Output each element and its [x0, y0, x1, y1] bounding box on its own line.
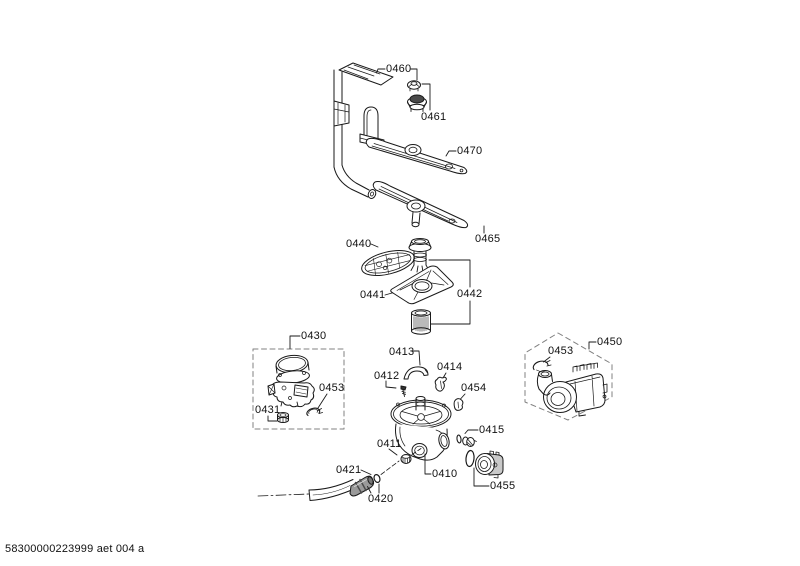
group-box-0430 — [252, 348, 345, 430]
leader-lines — [267, 68, 597, 494]
part-label-0411: 0411 — [377, 438, 402, 450]
clamp-0453-right-drawing — [532, 360, 552, 372]
part-label-0453-right: 0453 — [548, 345, 574, 357]
document-code: 58300000223999 aet 004 a — [5, 543, 145, 555]
valve-0415-drawing — [456, 434, 477, 447]
filter-tower-drawing — [408, 238, 432, 273]
part-label-0414: 0414 — [437, 361, 463, 373]
mounting-bracket-drawing — [333, 62, 394, 199]
part-label-0455: 0455 — [490, 480, 516, 492]
part-label-0454: 0454 — [461, 382, 487, 394]
part-label-0415: 0415 — [479, 424, 505, 436]
part-label-0413: 0413 — [389, 346, 415, 358]
part-label-0441: 0441 — [360, 289, 386, 301]
part-label-0470: 0470 — [457, 145, 483, 157]
drain-pump-0455-drawing — [465, 449, 504, 479]
cap-0461-drawing — [407, 94, 427, 112]
clamp-0453-left-drawing — [306, 407, 323, 417]
pump-0430-drawing — [267, 354, 315, 408]
oring-0421-drawing — [373, 474, 381, 483]
microfilter-drawing — [411, 309, 431, 335]
part-label-0421: 0421 — [336, 464, 362, 476]
flat-plate-0441-drawing — [390, 265, 454, 305]
impeller-0460-drawing — [407, 80, 421, 92]
part-label-0440: 0440 — [346, 238, 372, 250]
clip-0414-drawing — [434, 376, 447, 392]
part-label-0453-left: 0453 — [319, 382, 345, 394]
part-label-0465: 0465 — [475, 233, 501, 245]
part-label-0461: 0461 — [421, 111, 447, 123]
spray-arm-upper-drawing — [365, 137, 468, 175]
mesh-plate-0440-drawing — [361, 249, 415, 277]
fitting-0411-drawing — [400, 454, 412, 464]
sump-assembly-0410-drawing — [390, 396, 452, 461]
circulation-pump-0450-drawing — [536, 362, 608, 417]
cap-0431-drawing — [277, 412, 289, 423]
part-label-0430: 0430 — [301, 330, 327, 342]
part-label-0460: 0460 — [386, 63, 412, 75]
clip-0454-drawing — [453, 398, 464, 411]
part-label-0420: 0420 — [368, 493, 394, 505]
part-label-0450: 0450 — [597, 336, 623, 348]
arc-seal-0413-drawing — [403, 366, 429, 380]
spray-arm-lower-drawing — [372, 181, 469, 229]
part-label-0431: 0431 — [255, 404, 281, 416]
part-label-0410: 0410 — [432, 468, 458, 480]
part-label-0442: 0442 — [457, 288, 483, 300]
part-label-0412: 0412 — [374, 370, 400, 382]
screw-0412-drawing — [400, 385, 407, 397]
hose-0420-drawing — [257, 475, 375, 501]
group-box-0450 — [524, 332, 613, 421]
